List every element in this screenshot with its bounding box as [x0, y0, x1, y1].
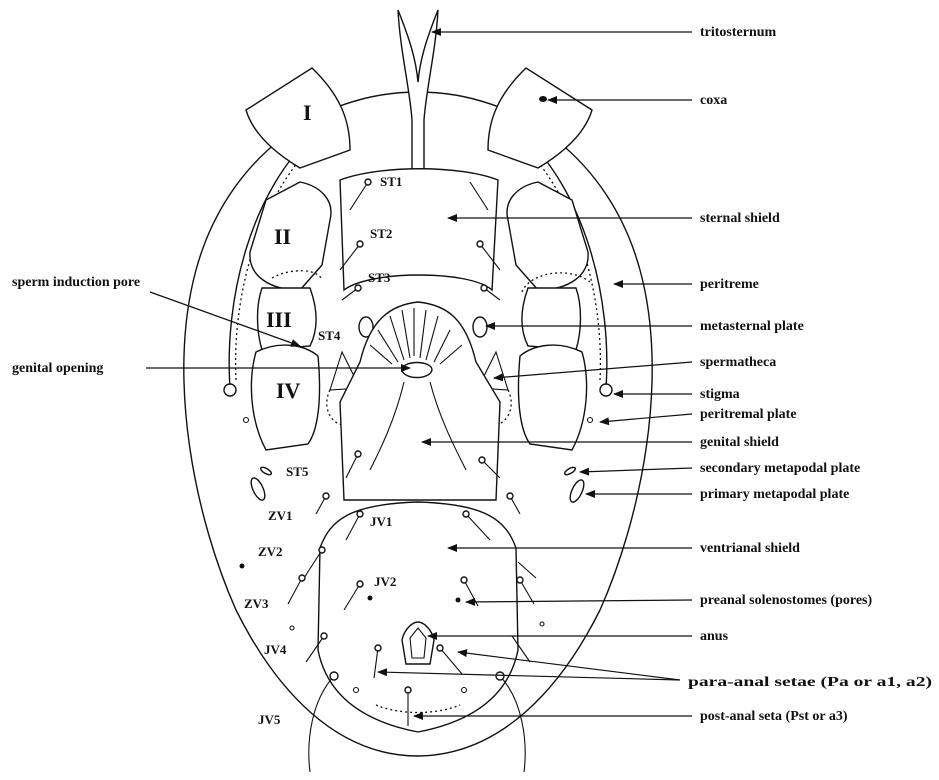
- coxa-mark: [539, 96, 547, 102]
- seta-zv3: ZV3: [244, 596, 269, 611]
- stigma-left: [224, 384, 236, 396]
- seta-st5: ST5: [286, 464, 309, 479]
- coxa-ii-label: II: [274, 224, 291, 249]
- label-coxa: coxa: [700, 93, 727, 108]
- seta-st4: ST4: [318, 328, 341, 343]
- metasternal-plate-right: [473, 317, 487, 337]
- coxa-i-shape: [246, 68, 350, 168]
- label-ventrianal-shield: ventrianal shield: [700, 541, 800, 556]
- coxa-iv-right: [518, 345, 586, 450]
- label-post-anal-seta: post-anal seta (Pst or a3): [700, 709, 848, 724]
- seta-jv4: JV4: [264, 642, 287, 657]
- label-preanal-solenostomes: preanal solenostomes (pores): [700, 593, 872, 608]
- seta-zv1: ZV1: [268, 508, 293, 523]
- coxa-i-label: I: [303, 100, 312, 125]
- label-stigma: stigma: [700, 387, 740, 402]
- label-genital-opening: genital opening: [12, 361, 103, 376]
- label-sternal-shield: sternal shield: [700, 211, 780, 226]
- seta-zv2: ZV2: [258, 544, 283, 559]
- label-primary-metapodal-plate: primary metapodal plate: [700, 487, 849, 502]
- seta-jv5: JV5: [258, 712, 281, 727]
- coxa-iii-label: III: [266, 307, 292, 332]
- label-spermatheca: spermatheca: [700, 355, 776, 370]
- genital-opening-shape: [402, 363, 432, 378]
- label-genital-shield: genital shield: [700, 435, 779, 450]
- secondary-metapodal-plate-right: [564, 466, 577, 476]
- seta-st2: ST2: [370, 226, 392, 241]
- sternal-shield-shape: [340, 169, 498, 290]
- label-secondary-metapodal-plate: secondary metapodal plate: [700, 461, 860, 476]
- stigma-right: [600, 384, 612, 396]
- coxa-iv-label: IV: [276, 378, 301, 403]
- label-anus: anus: [700, 629, 729, 644]
- label-para-anal-setae: para-anal setae (Pa or a1, a2): [688, 675, 932, 690]
- label-peritremal-plate: peritremal plate: [700, 407, 797, 422]
- label-sperm-induction-pore: sperm induction pore: [12, 275, 140, 290]
- primary-metapodal-plate-right: [567, 478, 586, 504]
- seta-jv2: JV2: [374, 574, 396, 589]
- seta-st1: ST1: [380, 174, 402, 189]
- label-peritreme: peritreme: [700, 277, 759, 292]
- coxa-right-shape: [488, 68, 592, 168]
- secondary-metapodal-plate-left: [260, 466, 273, 476]
- label-metasternal-plate: metasternal plate: [700, 319, 804, 334]
- coxa-iii-right: [522, 288, 581, 350]
- coxa-ii-right: [507, 182, 588, 290]
- primary-metapodal-plate-left: [248, 476, 267, 502]
- seta-st3: ST3: [368, 270, 391, 285]
- tritosternum-shape: [398, 10, 438, 170]
- label-tritosternum: tritosternum: [700, 25, 777, 40]
- seta-jv1: JV1: [370, 514, 392, 529]
